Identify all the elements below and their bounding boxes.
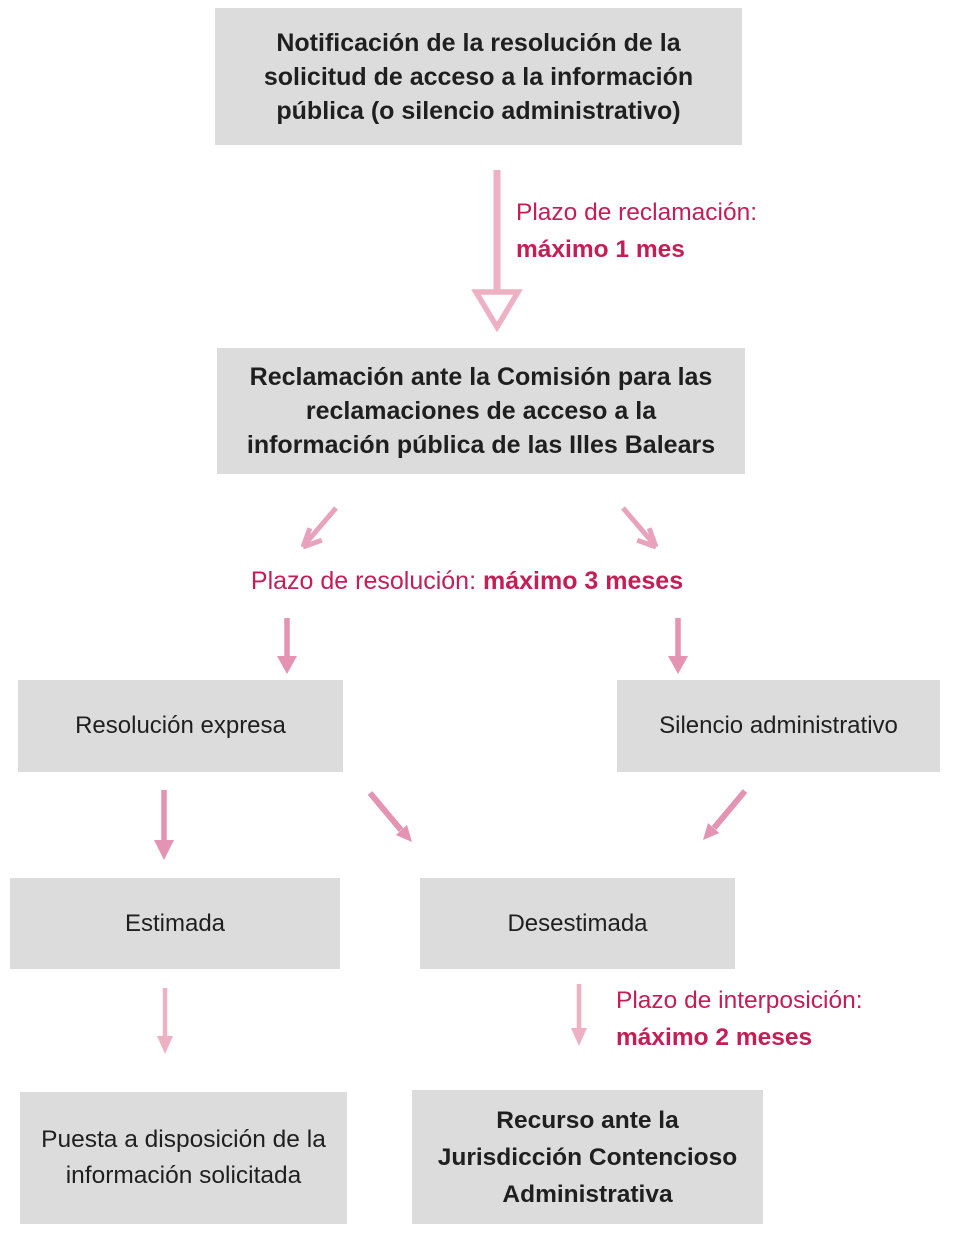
label-plazo-interposicion-text: Plazo de interposición: — [616, 987, 863, 1014]
flow-box-desestimada: Desestimada — [420, 878, 735, 969]
flow-box-estimada-label: Estimada — [124, 909, 226, 937]
flow-box-recurso-label: Recurso ante la Jurisdicción Contencioso… — [437, 1106, 738, 1208]
flow-box-notificacion-label: Notificación de la resolución de la soli… — [263, 28, 694, 125]
arrow-diagonal-down-right-filled-icon — [367, 791, 412, 842]
label-plazo-interposicion-bold: máximo 2 meses — [616, 1024, 813, 1051]
arrow-down-icon — [154, 790, 174, 860]
flow-box-silencio-administrativo: Silencio administrativo — [617, 680, 940, 772]
flow-box-reclamacion-label: Reclamación ante la Comisión para las re… — [246, 363, 716, 459]
label-plazo-resolucion-bold: máximo 3 meses — [482, 567, 684, 595]
flow-box-desestimada-label: Desestimada — [507, 909, 648, 937]
flow-box-puesta-disposicion-label: Puesta a disposición de la información s… — [41, 1126, 326, 1189]
flow-box-silencio-administrativo-label: Silencio administrativo — [659, 712, 898, 739]
flow-box-estimada: Estimada — [10, 878, 340, 969]
arrow-down-icon — [277, 618, 297, 674]
flow-box-reclamacion: Reclamación ante la Comisión para las re… — [217, 348, 745, 474]
arrow-down-hollow-icon — [471, 170, 523, 332]
label-plazo-reclamacion: Plazo de reclamación: máximo 1 mes — [516, 194, 757, 268]
arrow-diagonal-down-left-filled-icon — [703, 789, 748, 840]
label-plazo-resolucion: Plazo de resolución: máximo 3 meses — [117, 563, 817, 600]
label-plazo-interposicion: Plazo de interposición: máximo 2 meses — [616, 982, 863, 1056]
flow-box-notificacion: Notificación de la resolución de la soli… — [215, 8, 742, 145]
label-plazo-reclamacion-text: Plazo de reclamación: — [516, 199, 758, 226]
label-plazo-reclamacion-bold: máximo 1 mes — [516, 236, 685, 263]
arrow-down-icon — [668, 618, 688, 674]
arrow-diagonal-down-left-icon — [300, 506, 338, 550]
flow-box-recurso: Recurso ante la Jurisdicción Contencioso… — [412, 1090, 763, 1224]
arrow-down-thin-icon — [571, 984, 587, 1046]
arrow-diagonal-down-right-icon — [621, 506, 659, 550]
flow-box-resolucion-expresa: Resolución expresa — [18, 680, 343, 772]
flow-box-resolucion-expresa-label: Resolución expresa — [75, 712, 286, 739]
label-plazo-resolucion-text: Plazo de resolución: — [250, 567, 483, 595]
flow-box-puesta-disposicion: Puesta a disposición de la información s… — [20, 1092, 347, 1224]
arrow-down-thin-icon — [157, 988, 173, 1054]
